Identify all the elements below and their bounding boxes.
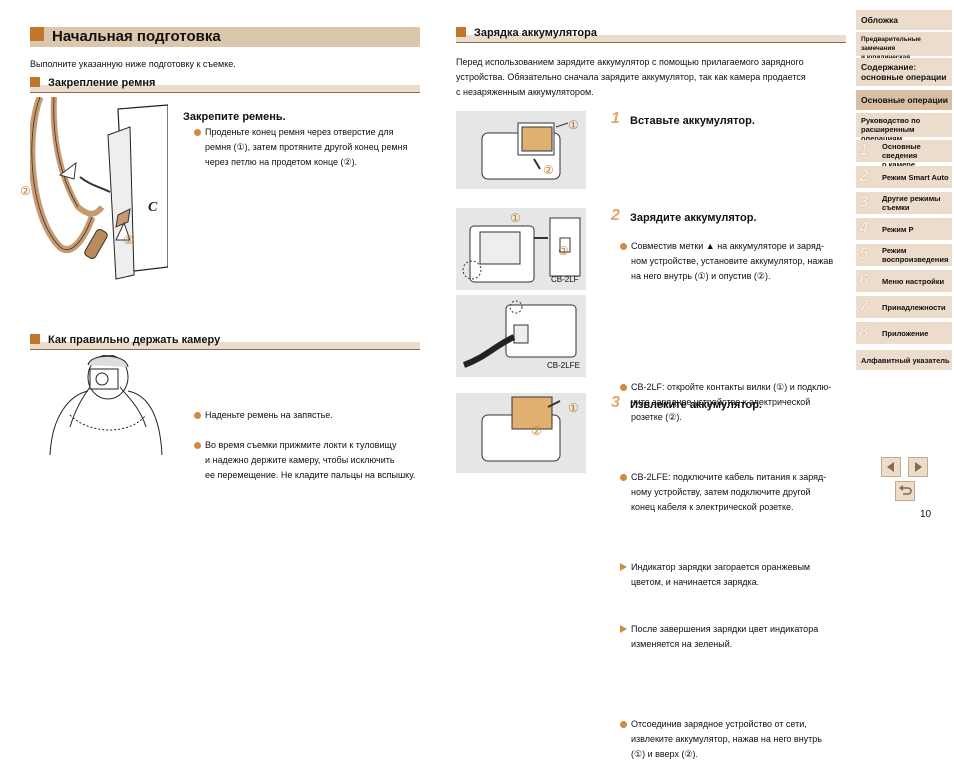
holding-illustration [49,355,163,455]
strap-step-title: Закрепите ремень. [183,111,286,123]
step-2-number: 2 [611,207,620,224]
step-3-bullet: Отсоединив зарядное устройство от сети, … [619,717,861,762]
sidebar-chapter-2[interactable]: 2 Режим Smart Auto [856,166,952,188]
cb2lfe-illustration [456,295,586,377]
strap-section-header: Закрепление ремня [30,77,420,93]
sidebar-item-cover[interactable]: Обложка [856,10,952,30]
sidebar-chapter-8[interactable]: 8 Приложение [856,322,952,344]
callout-2: ② [531,424,542,438]
sidebar-item-contents[interactable]: Содержание: основные операции [856,58,952,86]
charging-section-title: Зарядка аккумулятора [474,27,597,39]
callout-2: ② [558,244,569,258]
callout-1: ① [123,233,134,247]
strap-illustration: C [30,97,168,280]
step-2-bullet-1: CB-2LF: откройте контакты вилки (①) и по… [619,380,861,425]
step-1-number: 1 [611,110,620,127]
page-number: 10 [920,509,932,520]
return-icon [899,485,912,495]
section-marker [30,27,44,41]
chevron-left-icon [887,462,894,472]
charging-intro: Перед использованием зарядите аккумулято… [456,57,806,97]
next-page-button[interactable] [908,457,928,477]
prev-page-button[interactable] [881,457,901,477]
step-2-title: Зарядите аккумулятор. [630,212,757,224]
cb2lf-illustration [456,208,586,290]
hold-section-header: Как правильно держать камеру [30,334,420,350]
chevron-right-icon [915,462,922,472]
step-2-note-1: Индикатор зарядки загорается оранжевым ц… [619,560,861,590]
main-section-header: Начальная подготовка [30,27,420,47]
intro-text: Выполните указанную ниже подготовку к съ… [30,59,236,69]
callout-2: ② [20,184,31,198]
sidebar-item-index[interactable]: Алфавитный указатель [856,350,952,370]
step-3-number: 3 [611,394,620,411]
insert-battery-illustration [456,111,586,189]
hold-section-title: Как правильно держать камеру [48,334,221,346]
sidebar-chapter-7[interactable]: 7 Принадлежности [856,296,952,318]
callout-2: ② [543,163,554,177]
strap-bullet: Проденьте конец ремня через отверстие дл… [193,125,435,170]
sidebar-item-advanced[interactable]: Руководство по расширенным операциям [856,113,952,143]
remove-battery-illustration [456,393,586,473]
hold-bullet-1: Наденьте ремень на запястье. [193,408,435,423]
return-button[interactable] [895,481,915,501]
strap-section-title: Закрепление ремня [48,77,156,89]
step-1-title: Вставьте аккумулятор. [630,115,755,127]
sidebar-item-basic-ops[interactable]: Основные операции [856,90,952,110]
main-section-title: Начальная подготовка [52,28,221,45]
cb2lf-label: CB-2LF [551,275,579,284]
cb2lfe-label: CB-2LFE [547,361,580,370]
brand-logo: C [148,200,158,215]
sidebar-chapter-6[interactable]: 6 Меню настройки [856,270,952,292]
hold-bullet-2: Во время съемки прижмите локти к туловищ… [193,438,440,483]
step-2-note-2: После завершения зарядки цвет индикатора… [619,622,861,652]
sidebar-chapter-4[interactable]: 4 Режим P [856,218,952,240]
callout-1: ① [568,118,579,132]
sidebar-item-prelim[interactable]: Предварительные замечания и юридическая … [856,32,952,70]
callout-1: ① [568,401,579,415]
charging-section-header: Зарядка аккумулятора [456,27,846,43]
step-1-bullet: Совместив метки ▲ на аккумуляторе и заря… [619,239,861,284]
step-3-title: Извлеките аккумулятор. [630,399,762,411]
step-2-bullet-2: CB-2LFE: подключите кабель питания к зар… [619,470,861,515]
callout-1: ① [510,211,521,225]
